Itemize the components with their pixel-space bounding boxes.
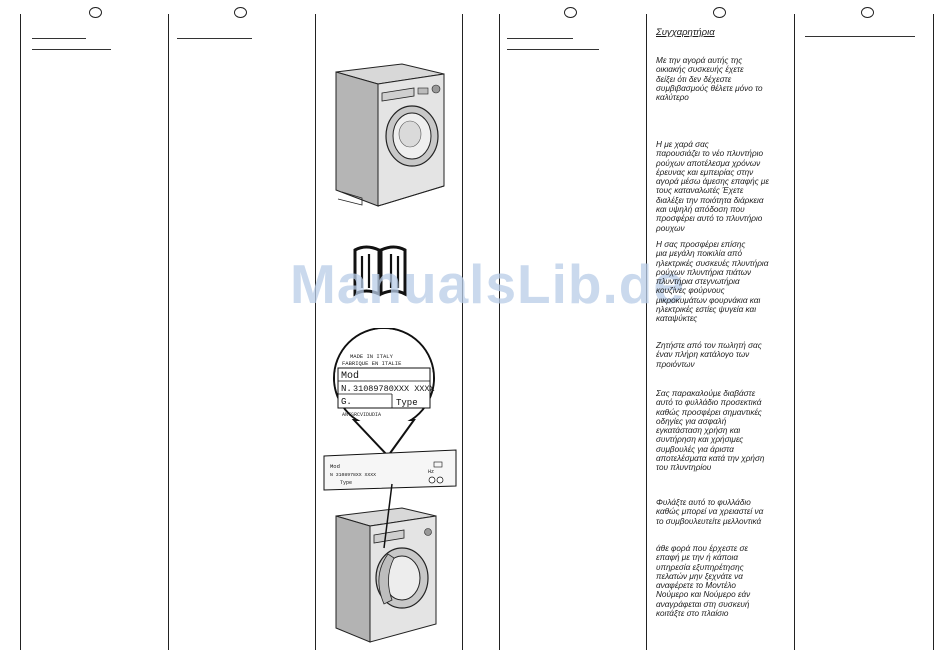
column-divider [933,14,934,650]
column-divider [20,14,21,650]
washing-machine-illustration [335,63,445,207]
header-rule [805,36,915,37]
label-serial-value: 31089780XXX XXXX [353,384,435,394]
header-rule [32,49,111,50]
column-divider [315,14,316,650]
paragraph-new-machine: Η με χαρά σας παρουσιάζει το νέο πλυντήρ… [656,140,769,233]
paragraph-service: άθε φορά που έρχεστε σε επαφή με την ή κ… [656,544,751,619]
header-rule [507,38,573,39]
header-rule [32,38,86,39]
page-marker-circle [234,7,247,18]
label-footer: ANTSRCVIDUDIA [342,412,381,418]
label-mod: Mod [341,370,359,382]
paragraph-keep-manual: Φυλάξτε αυτό το φυλλάδιο καθώς μπορεί να… [656,498,764,526]
page-marker-circle [713,7,726,18]
svg-text:N 3108978XX XXXX: N 3108978XX XXXX [330,472,376,478]
column-divider [499,14,500,650]
page-title: Συγχαρητήρια [656,27,715,38]
page-marker-circle [564,7,577,18]
svg-text:Type: Type [340,480,352,486]
label-made-in: MADE IN ITALY [350,353,394,360]
paragraph-products: Η σας προσφέρει επίσης μια μεγάλη ποικιλ… [656,240,769,324]
header-rule [507,49,599,50]
paragraph-catalogue: Ζητήστε από τον πωλητή σας έναν πλήρη κα… [656,341,762,369]
paragraph-read-manual: Σας παρακαλούμε διαβάστε αυτό το φυλλάδι… [656,389,765,473]
page-marker-circle [89,7,102,18]
manual-book-icon [353,245,407,297]
svg-text:Hz: Hz [428,469,434,475]
rating-label-illustration: MADE IN ITALY FABRIQUE EN ITALIE Mod N. … [323,328,457,643]
page-marker-circle [861,7,874,18]
column-divider [168,14,169,650]
label-type: Type [396,398,418,408]
column-divider [646,14,647,650]
column-divider [462,14,463,650]
label-fabrique: FABRIQUE EN ITALIE [342,360,402,367]
paragraph-intro: Με την αγορά αυτής της οικιακής συσκευής… [656,56,763,103]
label-g: G. [341,397,352,407]
header-rule [177,38,252,39]
svg-text:Mod: Mod [330,463,340,470]
column-divider [794,14,795,650]
watermark: ManualsLib.de [290,253,685,315]
label-serial-prefix: N. [341,384,352,394]
